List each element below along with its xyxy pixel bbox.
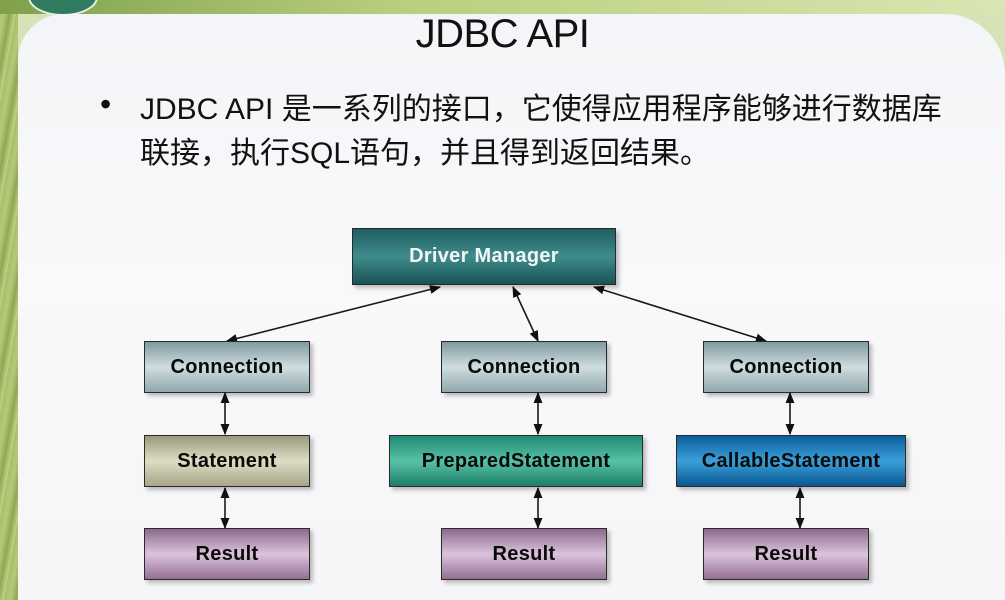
arrow-manager-connection-1: [225, 285, 442, 343]
arrow-manager-connection-3: [592, 285, 768, 343]
connection-box-3: Connection: [703, 341, 869, 393]
prepared-statement-box: PreparedStatement: [389, 435, 643, 487]
bullet-icon: •: [100, 86, 112, 122]
connection-box-1: Connection: [144, 341, 310, 393]
driver-manager-box: Driver Manager: [352, 228, 616, 285]
decorative-side-strip: [0, 0, 18, 600]
connection-box-2: Connection: [441, 341, 607, 393]
result-box-3: Result: [703, 528, 869, 580]
result-box-2: Result: [441, 528, 607, 580]
result-box-1: Result: [144, 528, 310, 580]
statement-box: Statement: [144, 435, 310, 487]
slide-panel: [18, 14, 1005, 600]
bullet-text: JDBC API 是一系列的接口，它使得应用程序能够进行数据库联接，执行SQL语…: [140, 93, 942, 170]
arrow-manager-connection-2: [512, 285, 539, 343]
slide-title: JDBC API: [415, 12, 590, 56]
decorative-top-strip: [0, 0, 1005, 14]
callable-statement-box: CallableStatement: [676, 435, 906, 487]
